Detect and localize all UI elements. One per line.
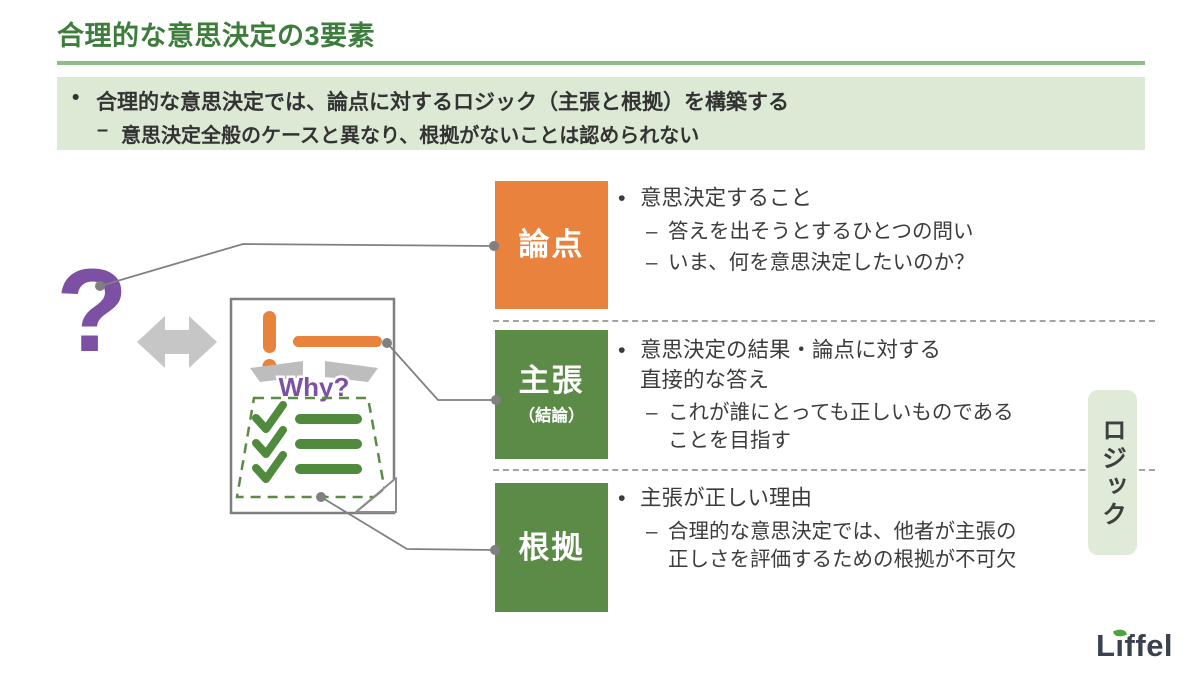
why-ribbon-left xyxy=(250,361,303,382)
label-box-evidence: 根拠 xyxy=(495,483,608,612)
issue-main: • 意思決定すること xyxy=(618,184,1108,213)
dash-marker: – xyxy=(646,519,658,543)
bullet-marker: • xyxy=(72,86,80,109)
evidence-sub-1-cont: 正しさを評価するための根拠が不可欠 xyxy=(668,546,1108,573)
evidence-text-block: • 主張が正しい理由 – 合理的な意思決定では、他者が主張の 正しさを評価するた… xyxy=(618,484,1108,577)
illustration-diagram: Why? xyxy=(95,241,501,555)
check-icon xyxy=(252,426,287,458)
evidence-main-text: 主張が正しい理由 xyxy=(640,486,813,510)
banner-line-2-text: 意思決定全般のケースと異なり、根拠がないことは認められない xyxy=(121,125,700,147)
claim-sub-1-text: これが誰にとっても正しいものである xyxy=(668,401,1014,425)
check-icon xyxy=(252,401,287,433)
issue-sub-2-text: いま、何を意思決定したいのか？ xyxy=(668,250,975,274)
banner-line-1-text: 合理的な意思決定では、論点に対するロジック（主張と根拠）を構築する xyxy=(96,91,789,114)
label-issue: 論点 xyxy=(518,227,585,263)
page-title: 合理的な意思決定の3要素 xyxy=(57,21,376,51)
label-claim: 主張 xyxy=(518,363,585,399)
check-line xyxy=(295,414,362,424)
bullet-marker: • xyxy=(618,186,626,210)
connector-lines xyxy=(99,243,496,551)
separator-1 xyxy=(493,320,1155,322)
banner-line-2: – 意思決定全般のケースと異なり、根拠がないことは認められない xyxy=(97,119,1145,148)
dash-marker: – xyxy=(646,219,658,243)
evidence-main: • 主張が正しい理由 xyxy=(618,484,1108,513)
document-sheet xyxy=(229,297,396,515)
claim-main-text: 意思決定の結果・論点に対する xyxy=(640,338,942,362)
dash-marker: – xyxy=(646,401,658,425)
connector-issue xyxy=(99,243,495,287)
claim-sub-1-cont-text: ことを目指す xyxy=(668,429,791,453)
evidence-sub-1-text: 合理的な意思決定では、他者が主張の xyxy=(668,519,1017,543)
issue-sub-2: – いま、何を意思決定したいのか？ xyxy=(646,249,1108,276)
issue-sub-1-text: 答えを出そうとするひとつの問い xyxy=(668,219,974,243)
logic-box: ロジック xyxy=(1088,390,1137,555)
double-arrow-icon xyxy=(137,316,217,368)
claim-text-block: • 意思決定の結果・論点に対する 直接的な答え – これが誰にとっても正しいもの… xyxy=(618,336,1108,459)
check-line xyxy=(295,464,362,474)
evidence-sub-1: – 合理的な意思決定では、他者が主張の xyxy=(646,518,1108,545)
claim-sub-1: – これが誰にとっても正しいものである xyxy=(646,399,1108,426)
connector-claim xyxy=(386,342,496,401)
title-underline xyxy=(57,61,1145,65)
claim-line xyxy=(293,336,382,347)
label-evidence: 根拠 xyxy=(518,529,585,565)
claim-main-cont: 直接的な答え xyxy=(640,366,1108,395)
evidence-trapezoid xyxy=(235,396,388,499)
logic-label: ロジック xyxy=(1098,416,1127,529)
connector-dots xyxy=(95,241,501,555)
summary-banner: • 合理的な意思決定では、論点に対するロジック（主張と根拠）を構築する – 意思… xyxy=(57,77,1145,150)
bullet-marker: • xyxy=(618,486,626,510)
bullet-marker: • xyxy=(618,338,626,362)
dash-marker: – xyxy=(646,250,658,274)
check-line xyxy=(295,439,362,449)
issue-sub-1: – 答えを出そうとするひとつの問い xyxy=(646,218,1108,245)
claim-sub-1-cont: ことを目指す xyxy=(668,427,1108,454)
issue-main-text: 意思決定すること xyxy=(640,186,813,210)
label-box-issue: 論点 xyxy=(495,181,608,309)
claim-main-cont-text: 直接的な答え xyxy=(640,367,770,392)
separator-2 xyxy=(493,469,1155,471)
exclamation-icon xyxy=(263,311,276,353)
evidence-sub-1-cont-text: 正しさを評価するための根拠が不可欠 xyxy=(668,547,1017,571)
logo: Liffel xyxy=(1096,627,1174,664)
check-icon xyxy=(252,451,287,483)
connector-evidence xyxy=(320,496,496,551)
banner-line-1: • 合理的な意思決定では、論点に対するロジック（主張と根拠）を構築する xyxy=(72,86,1145,116)
label-claim-sub: （結論） xyxy=(518,406,585,425)
checklist xyxy=(252,401,362,483)
issue-text-block: • 意思決定すること – 答えを出そうとするひとつの問い – いま、何を意思決定… xyxy=(618,184,1108,280)
logo-text: Liffel xyxy=(1096,628,1174,663)
why-ribbon-right xyxy=(325,361,378,382)
label-box-claim: 主張 （結論） xyxy=(495,330,608,459)
dash-marker: – xyxy=(97,119,109,141)
claim-main: • 意思決定の結果・論点に対する xyxy=(618,336,1108,365)
page-curl-fold xyxy=(355,489,384,513)
question-mark: ? xyxy=(56,245,129,377)
